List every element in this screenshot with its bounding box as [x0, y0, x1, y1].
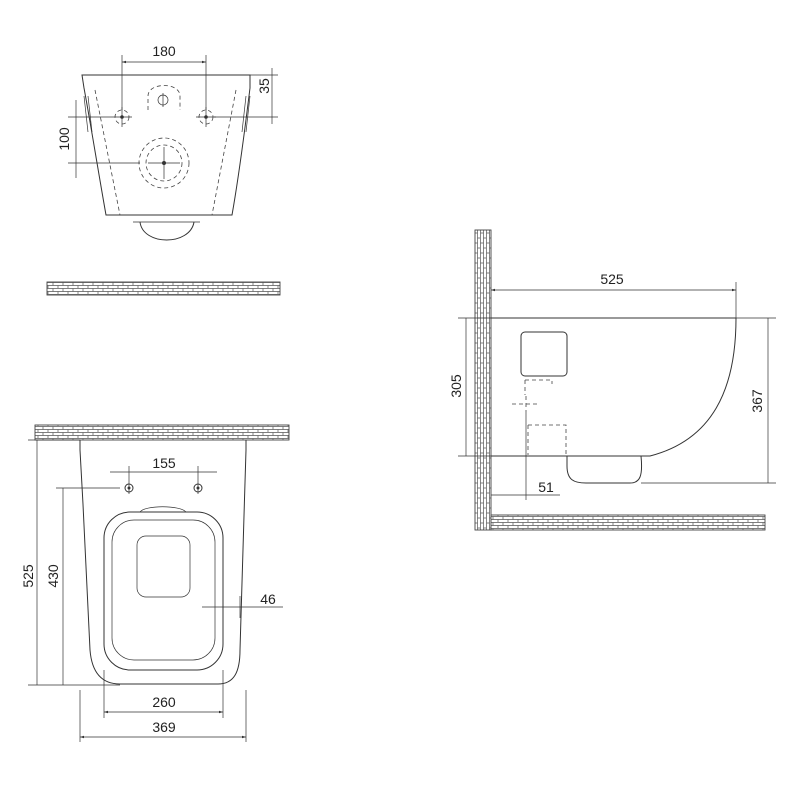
plan-view-hinge	[139, 506, 187, 513]
dim-367-label: 367	[749, 389, 765, 413]
wall-section-horizontal	[46, 281, 281, 296]
side-view-floor	[490, 514, 766, 531]
side-view-foot	[566, 455, 643, 484]
dim-305-label: 305	[448, 374, 464, 398]
plan-view-body-outline	[79, 440, 247, 685]
rear-view-body-outline	[81, 74, 251, 216]
side-view-seat-block	[520, 331, 568, 377]
plan-view-wall	[34, 424, 290, 441]
rear-view-inner-outline	[94, 89, 237, 216]
side-view: 525 305 367 51	[448, 229, 776, 531]
rear-view-centerlines	[112, 93, 216, 179]
dim-369-label: 369	[152, 719, 176, 735]
dim-155-label: 155	[152, 455, 176, 471]
rear-view-outlet-inner	[145, 144, 183, 182]
dim-180-extension	[121, 55, 207, 110]
plan-view-seat-outer	[103, 511, 224, 671]
rear-view-bowl	[139, 221, 195, 241]
rear-view: 180 35 100	[56, 43, 278, 241]
rear-view-left-slot	[83, 95, 93, 133]
dim-100-label: 100	[56, 127, 72, 151]
dim-46-label: 46	[260, 591, 276, 607]
rear-view-right-slot	[241, 95, 251, 133]
dim-260-label: 260	[152, 694, 176, 710]
dim-155-extension	[128, 466, 199, 494]
dim-525-side-label: 525	[600, 271, 624, 287]
side-view-inlet-pipe	[512, 379, 567, 455]
plan-view: 155 46 525 430 260 369	[20, 424, 290, 742]
dim-525-plan-label: 525	[20, 564, 36, 588]
rear-view-inlet-arch	[147, 85, 181, 110]
plan-view-bowl-opening	[136, 535, 191, 598]
dim-430-label: 430	[45, 564, 61, 588]
plan-view-seat-rim	[111, 519, 216, 661]
dim-51-label: 51	[538, 479, 554, 495]
dim-35-label: 35	[256, 78, 272, 94]
dim-180-label: 180	[152, 43, 176, 59]
dim-305-extension	[458, 317, 491, 457]
dim-100-extension	[68, 116, 140, 164]
side-view-body-outline	[491, 317, 737, 457]
dim-525-plan-extension	[28, 439, 120, 686]
dim-369-extension	[79, 690, 247, 742]
side-view-wall	[474, 229, 492, 531]
dim-367-extension	[641, 317, 776, 484]
dim-260-extension	[103, 670, 224, 718]
